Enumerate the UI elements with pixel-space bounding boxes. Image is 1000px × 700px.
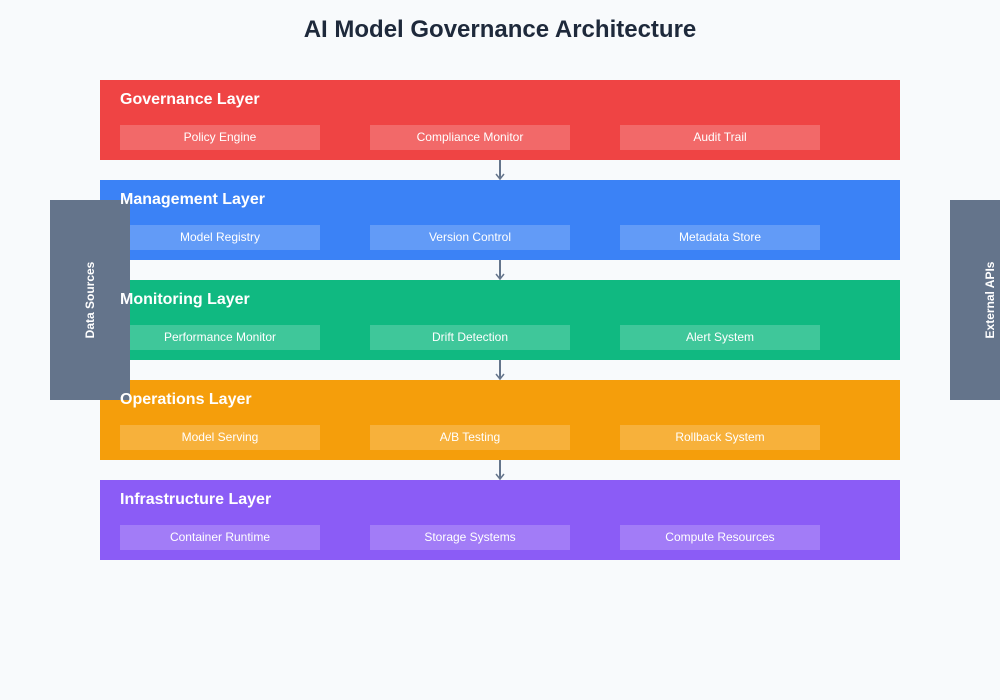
component-box: A/B Testing — [370, 425, 570, 450]
arrow-down — [495, 360, 505, 381]
component-box: Version Control — [370, 225, 570, 250]
component-box: Compute Resources — [620, 525, 820, 550]
layer-title: Operations Layer — [120, 391, 252, 408]
component-box: Drift Detection — [370, 325, 570, 350]
component-box: Model Registry — [120, 225, 320, 250]
component-box: Storage Systems — [370, 525, 570, 550]
layer-title: Monitoring Layer — [120, 291, 250, 308]
diagram-title: AI Model Governance Architecture — [303, 16, 697, 43]
component-box: Container Runtime — [120, 525, 320, 550]
component-box: Alert System — [620, 325, 820, 350]
layer-title: Infrastructure Layer — [120, 491, 272, 508]
arrow-down — [495, 460, 505, 481]
component-box: Compliance Monitor — [370, 125, 570, 150]
data-sources-panel: Data Sources — [50, 200, 130, 400]
component-box: Model Serving — [120, 425, 320, 450]
data-sources-label: Data Sources — [83, 261, 97, 339]
external-apis-label: External APIs — [983, 261, 997, 339]
layer-title: Management Layer — [120, 191, 265, 208]
component-box: Policy Engine — [120, 125, 320, 150]
arrow-down — [495, 160, 505, 181]
arrow-down — [495, 260, 505, 281]
component-box: Rollback System — [620, 425, 820, 450]
external-apis-panel: External APIs — [950, 200, 1000, 400]
component-box: Audit Trail — [620, 125, 820, 150]
component-box: Performance Monitor — [120, 325, 320, 350]
layer-title: Governance Layer — [120, 91, 260, 108]
component-box: Metadata Store — [620, 225, 820, 250]
